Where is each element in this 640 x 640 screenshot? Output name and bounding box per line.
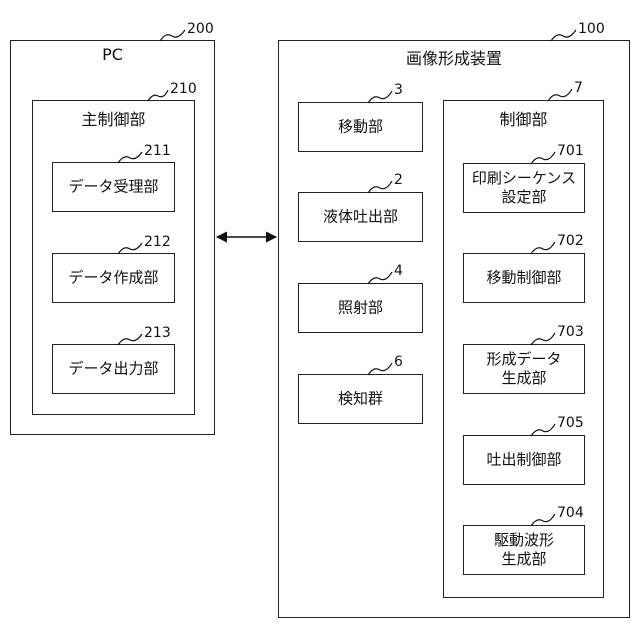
ref-702: 702 — [557, 233, 584, 249]
moving-unit-label: 移動部 — [299, 118, 422, 137]
print-sequence-setting-unit-label: 印刷シーケンス 設定部 — [464, 169, 584, 207]
moving-unit: 移動部 — [298, 102, 423, 152]
ref-705: 705 — [557, 415, 584, 431]
ejection-control-unit-label: 吐出制御部 — [464, 451, 584, 470]
data-receive-unit-label: データ受理部 — [53, 178, 174, 197]
movement-control-unit: 移動制御部 — [463, 253, 585, 303]
print-sequence-setting-unit: 印刷シーケンス 設定部 — [463, 163, 585, 213]
ref-212: 212 — [144, 234, 171, 250]
detection-group: 検知群 — [298, 374, 423, 424]
data-output-unit: データ出力部 — [52, 344, 175, 394]
irradiation-unit: 照射部 — [298, 283, 423, 333]
data-create-unit-label: データ作成部 — [53, 269, 174, 288]
ref-210: 210 — [170, 81, 197, 97]
data-create-unit: データ作成部 — [52, 253, 175, 303]
drive-waveform-generation-unit-label: 駆動波形 生成部 — [464, 531, 584, 569]
data-receive-unit: データ受理部 — [52, 162, 175, 212]
ref-200: 200 — [187, 21, 214, 37]
pc-title: PC — [10, 45, 215, 64]
ref-703: 703 — [557, 324, 584, 340]
data-output-unit-label: データ出力部 — [53, 360, 174, 379]
ref-211: 211 — [144, 143, 171, 159]
device-title: 画像形成装置 — [278, 45, 630, 69]
controller-title: 制御部 — [443, 106, 604, 130]
ref-6: 6 — [394, 354, 403, 370]
movement-control-unit-label: 移動制御部 — [464, 269, 584, 288]
ref-701: 701 — [557, 143, 584, 159]
ref-2: 2 — [394, 172, 403, 188]
ref-704: 704 — [557, 505, 584, 521]
irradiation-unit-label: 照射部 — [299, 299, 422, 318]
drive-waveform-generation-unit: 駆動波形 生成部 — [463, 525, 585, 575]
ref-7: 7 — [574, 80, 583, 96]
liquid-ejection-unit: 液体吐出部 — [298, 192, 423, 242]
ref-100: 100 — [578, 21, 605, 37]
ref-213: 213 — [144, 325, 171, 341]
ref-3: 3 — [394, 82, 403, 98]
detection-group-label: 検知群 — [299, 390, 422, 409]
ref-4: 4 — [394, 263, 403, 279]
ejection-control-unit: 吐出制御部 — [463, 435, 585, 485]
liquid-ejection-unit-label: 液体吐出部 — [299, 208, 422, 227]
main-controller-title: 主制御部 — [32, 106, 195, 130]
formation-data-generation-unit: 形成データ 生成部 — [463, 344, 585, 394]
formation-data-generation-unit-label: 形成データ 生成部 — [464, 350, 584, 388]
